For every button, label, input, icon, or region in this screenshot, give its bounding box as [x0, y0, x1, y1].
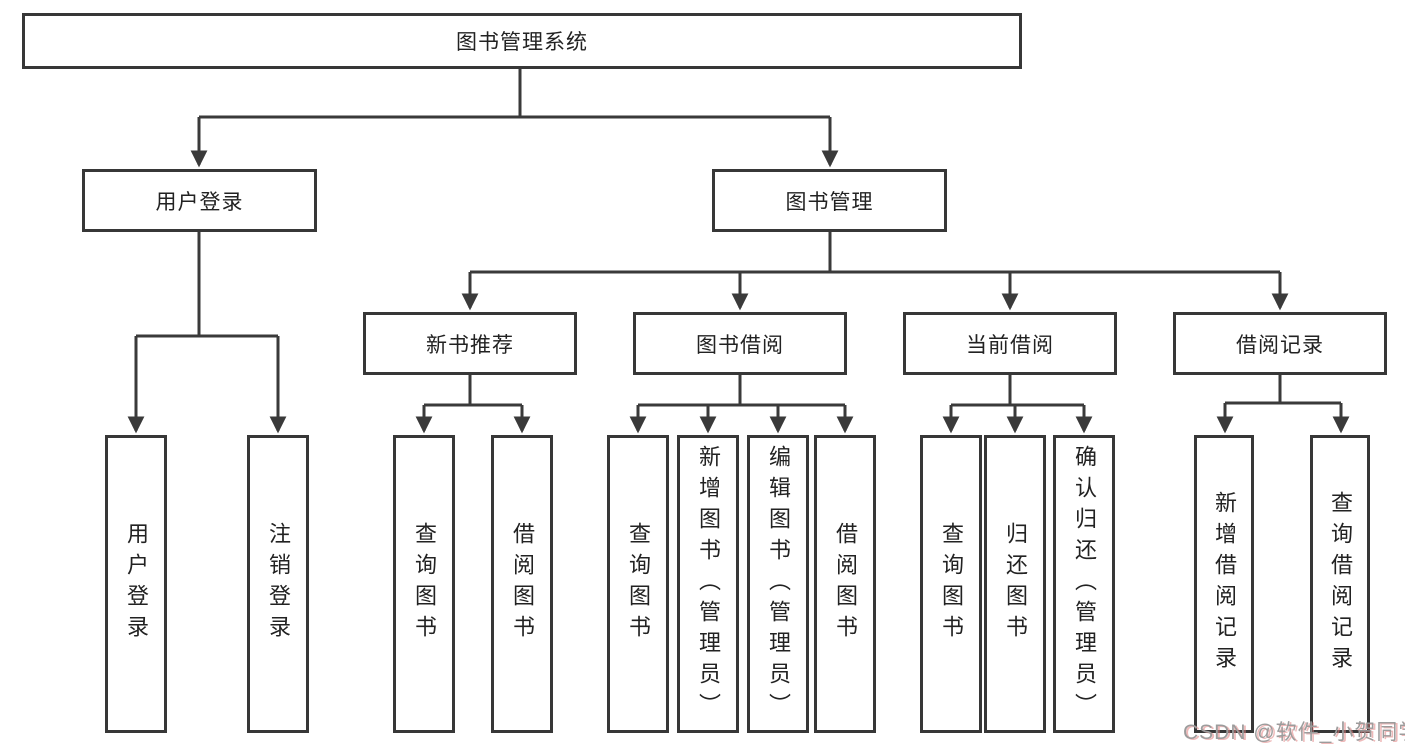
node-query-books-current: 查询图书 — [920, 435, 982, 733]
node-library-management-system: 图书管理系统 — [22, 13, 1022, 69]
node-add-book-admin: 新增图书（管理员） — [677, 435, 739, 733]
node-user-login-leaf: 用户登录 — [105, 435, 167, 733]
node-confirm-return-admin: 确认归还（管理员） — [1053, 435, 1115, 733]
node-add-borrow-record: 新增借阅记录 — [1194, 435, 1254, 733]
node-query-borrow-record: 查询借阅记录 — [1310, 435, 1370, 733]
node-book-borrow: 图书借阅 — [633, 312, 847, 375]
node-borrow-books-recommend: 借阅图书 — [491, 435, 553, 733]
node-query-books-recommend: 查询图书 — [393, 435, 455, 733]
watermark-csdn: CSDN @软件_小贺同学 — [1183, 721, 1405, 744]
node-borrow-books-borrow: 借阅图书 — [814, 435, 876, 733]
node-edit-book-admin: 编辑图书（管理员） — [747, 435, 809, 733]
node-borrow-records: 借阅记录 — [1173, 312, 1387, 375]
node-book-management: 图书管理 — [712, 169, 947, 232]
node-query-books-borrow: 查询图书 — [607, 435, 669, 733]
node-logout: 注销登录 — [247, 435, 309, 733]
node-new-book-recommend: 新书推荐 — [363, 312, 577, 375]
node-return-books: 归还图书 — [984, 435, 1046, 733]
node-user-login: 用户登录 — [82, 169, 317, 232]
node-current-borrow: 当前借阅 — [903, 312, 1117, 375]
